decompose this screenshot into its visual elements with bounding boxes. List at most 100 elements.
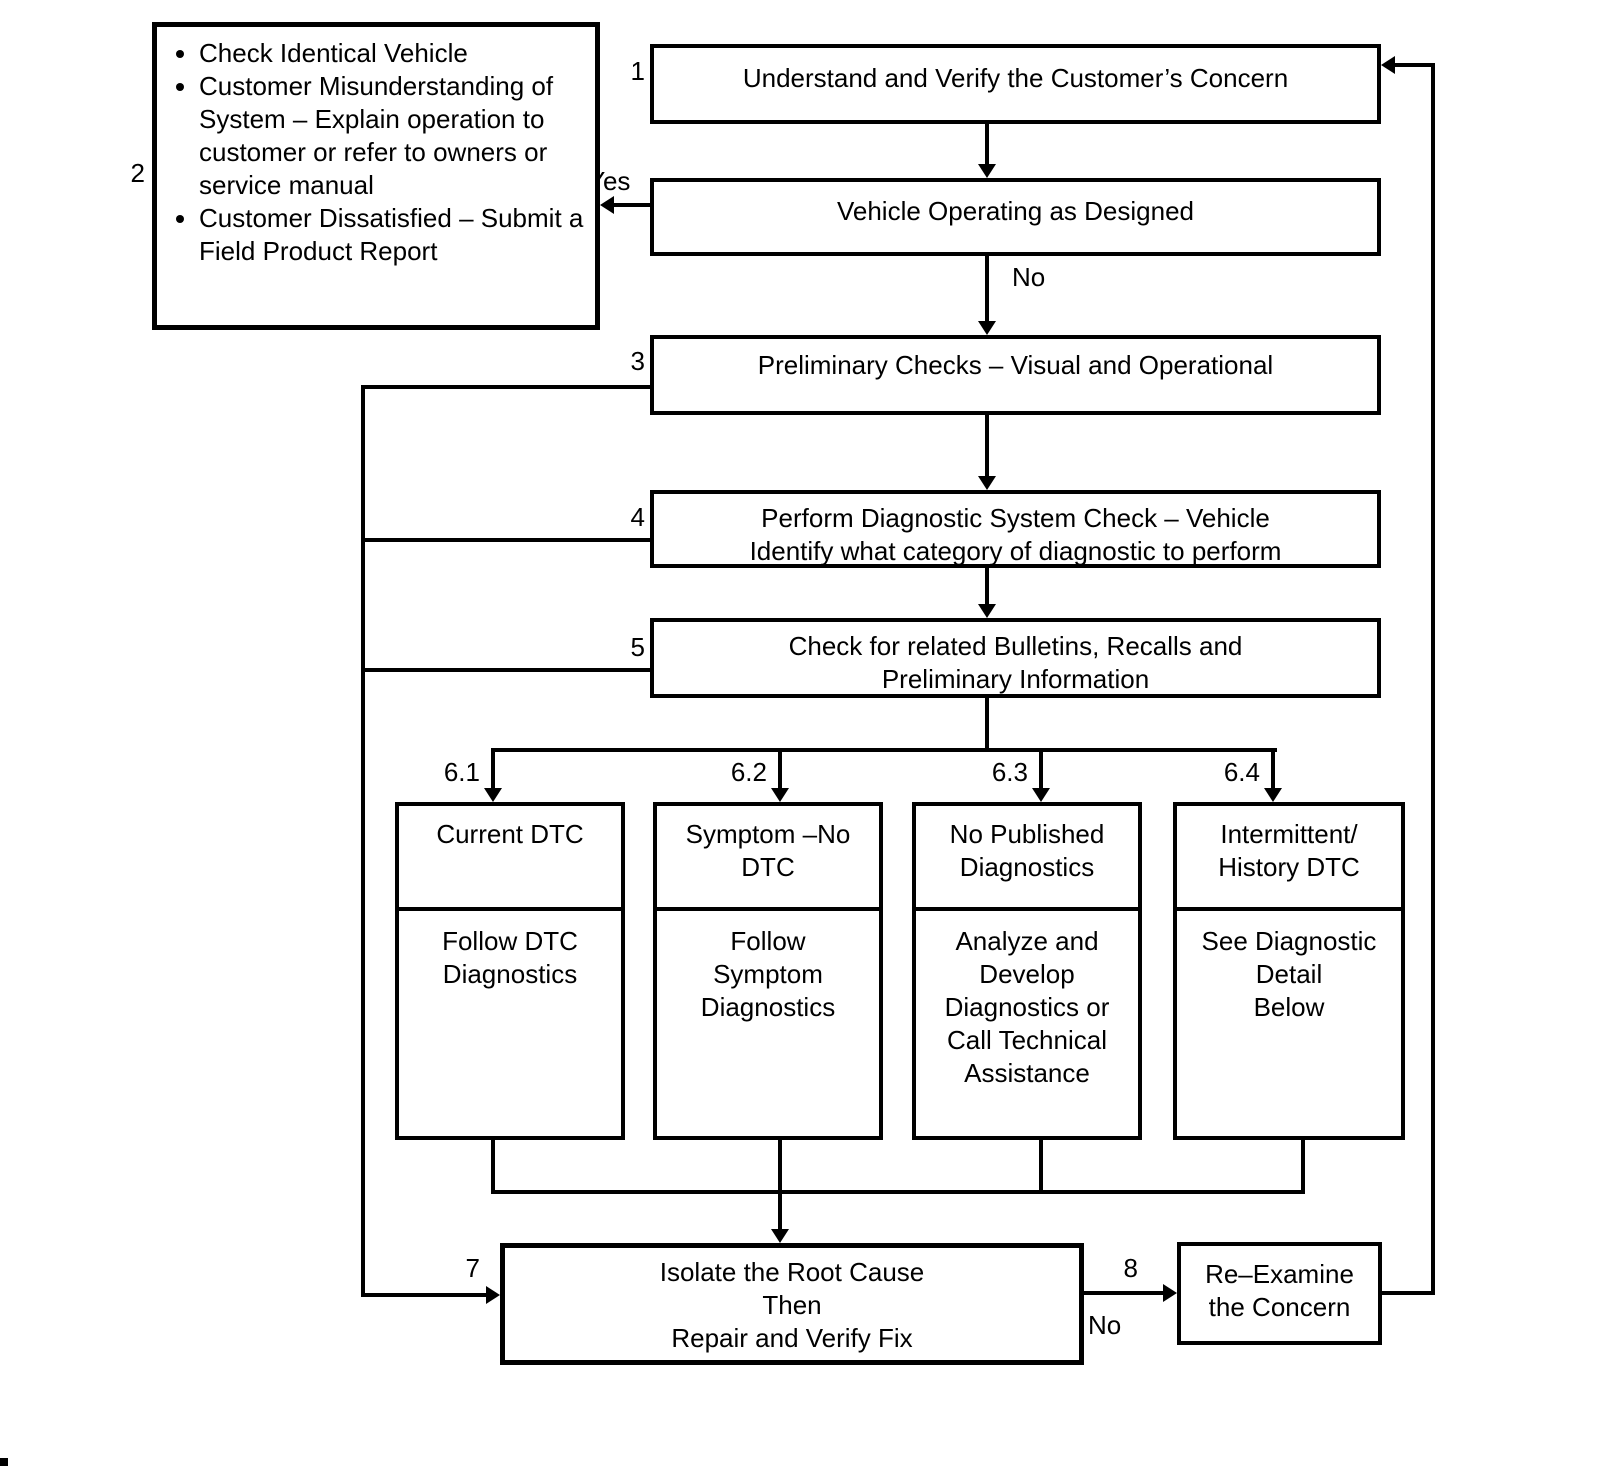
step-number-3: 3 [630, 346, 645, 376]
no-published-body-line4: Call Technical [947, 1025, 1107, 1055]
category-intermittent-history-dtc-box: Intermittent/ History DTC See Diagnostic… [1173, 802, 1405, 1140]
edge-label-no-top: No [1012, 262, 1046, 292]
step-number-5: 5 [630, 632, 645, 662]
no-published-header: No Published Diagnostics [916, 806, 1138, 911]
no-published-body-line2: Develop [979, 959, 1075, 989]
isolate-root-cause-line2: Then [762, 1290, 822, 1320]
bulletins-recalls-box: Check for related Bulletins, Recalls and… [650, 618, 1381, 698]
intermittent-header-line2: History DTC [1218, 852, 1360, 882]
current-dtc-body-line2: Diagnostics [442, 959, 578, 989]
no-published-body: Analyze and Develop Diagnostics or Call … [916, 911, 1138, 1090]
current-dtc-header-line1: Current DTC [436, 819, 584, 849]
collector-rail-line [491, 1190, 1305, 1194]
no-published-body-line1: Analyze and [955, 926, 1099, 956]
symptom-no-dtc-body-line2: Symptom [713, 959, 823, 989]
edge-rail-to-63-line [1039, 748, 1043, 788]
notes-bullet-list: Check Identical Vehicle Customer Misunde… [157, 37, 595, 268]
edge-rail-to-62-line [778, 748, 782, 788]
left-rail-line [361, 385, 365, 1297]
edge-label-no-bottom: No [1088, 1310, 1122, 1340]
no-published-body-line5: Assistance [964, 1058, 1090, 1088]
edge-step4-to-step5-arrow-icon [978, 604, 996, 618]
no-published-body-line3: Diagnostics or [944, 992, 1110, 1022]
intermittent-body: See Diagnostic Detail Below [1177, 911, 1401, 1024]
edge-step3-left-stub-line [361, 385, 654, 389]
symptom-no-dtc-header-line1: Symptom –No [685, 819, 851, 849]
feedback-top-line [1393, 63, 1435, 67]
bullet-check-identical-vehicle: Check Identical Vehicle [199, 37, 587, 70]
intermittent-header: Intermittent/ History DTC [1177, 806, 1401, 911]
edge-rail-to-62-arrow-icon [771, 788, 789, 802]
bulletins-recalls-line1: Check for related Bulletins, Recalls and [788, 631, 1243, 661]
edge-63-to-collector-line [1039, 1140, 1043, 1194]
edge-62-to-step7-line [778, 1140, 782, 1229]
edge-rail-to-64-line [1271, 748, 1275, 788]
edge-no-to-step3-arrow-icon [978, 321, 996, 335]
edge-61-to-collector-line [491, 1140, 495, 1194]
edge-rail-to-61-arrow-icon [484, 788, 502, 802]
step-number-6-4: 6.4 [1223, 757, 1260, 787]
current-dtc-header: Current DTC [399, 806, 621, 911]
edge-rail-to-63-arrow-icon [1032, 788, 1050, 802]
diagnostic-system-check-box: Perform Diagnostic System Check – Vehicl… [650, 490, 1381, 568]
category-current-dtc-box: Current DTC Follow DTC Diagnostics [395, 802, 625, 1140]
vehicle-operating-text: Vehicle Operating as Designed [836, 196, 1194, 226]
intermittent-body-line3: Below [1253, 992, 1325, 1022]
step-number-2: 2 [130, 158, 145, 188]
no-published-header-line1: No Published [949, 819, 1105, 849]
scan-artifact-dot [0, 1458, 8, 1466]
reexamine-concern-line1: Re–Examine [1205, 1259, 1354, 1289]
feedback-right-rail-line [1431, 63, 1435, 1295]
edge-leftrail-to-step7-arrow-icon [486, 1286, 500, 1304]
edge-step7-to-step8-arrow-icon [1163, 1284, 1177, 1302]
edge-step5-left-stub-line [361, 668, 654, 672]
symptom-no-dtc-header-line2: DTC [741, 852, 795, 882]
edge-no-to-step3-line [985, 256, 989, 323]
edge-step4-left-stub-line [361, 538, 654, 542]
edge-step5-to-rail-line [985, 698, 989, 752]
preliminary-checks-text: Preliminary Checks – Visual and Operatio… [757, 350, 1274, 380]
edge-step3-to-step4-arrow-icon [978, 476, 996, 490]
step-number-8: 8 [1123, 1253, 1138, 1283]
edge-yes-arrow-icon [600, 196, 614, 214]
intermittent-header-line1: Intermittent/ [1220, 819, 1358, 849]
edge-step1-to-vo-line [985, 124, 989, 167]
symptom-no-dtc-body-line3: Diagnostics [700, 992, 836, 1022]
vehicle-operating-box: Vehicle Operating as Designed [650, 178, 1381, 256]
step-number-6-1: 6.1 [443, 757, 480, 787]
edge-step4-to-step5-line [985, 568, 989, 604]
edge-leftrail-to-step7-line [361, 1293, 488, 1297]
feedback-to-step1-arrow-icon [1381, 56, 1395, 74]
preliminary-checks-box: Preliminary Checks – Visual and Operatio… [650, 335, 1381, 415]
bullet-customer-misunderstanding: Customer Misunderstanding of System – Ex… [199, 70, 587, 202]
isolate-root-cause-line1: Isolate the Root Cause [659, 1257, 925, 1287]
step-number-6-2: 6.2 [730, 757, 767, 787]
step-number-1: 1 [630, 56, 645, 86]
category-symptom-no-dtc-box: Symptom –No DTC Follow Symptom Diagnosti… [653, 802, 883, 1140]
edge-rail-to-64-arrow-icon [1264, 788, 1282, 802]
current-dtc-body-line1: Follow DTC [442, 926, 578, 956]
edge-step1-to-vo-arrow-icon [978, 164, 996, 178]
bullet-customer-dissatisfied: Customer Dissatisfied – Submit a Field P… [199, 202, 587, 268]
understand-concern-text: Understand and Verify the Customer’s Con… [742, 63, 1289, 93]
edge-collector-to-step7-arrow-icon [771, 1229, 789, 1243]
feedback-bottom-line [1382, 1291, 1435, 1295]
reexamine-concern-box: Re–Examine the Concern [1177, 1242, 1382, 1345]
distribution-rail-line [491, 748, 1277, 752]
edge-64-to-collector-line [1301, 1140, 1305, 1194]
step-number-4: 4 [630, 502, 645, 532]
step-number-6-3: 6.3 [991, 757, 1028, 787]
customer-concern-notes-box: Check Identical Vehicle Customer Misunde… [152, 22, 600, 330]
no-published-header-line2: Diagnostics [959, 852, 1095, 882]
step-number-7: 7 [465, 1253, 480, 1283]
isolate-root-cause-line3: Repair and Verify Fix [671, 1323, 913, 1353]
symptom-no-dtc-body-line1: Follow [730, 926, 806, 956]
bulletins-recalls-line2: Preliminary Information [881, 664, 1150, 694]
current-dtc-body: Follow DTC Diagnostics [399, 911, 621, 991]
symptom-no-dtc-header: Symptom –No DTC [657, 806, 879, 911]
category-no-published-diagnostics-box: No Published Diagnostics Analyze and Dev… [912, 802, 1142, 1140]
diagnostic-system-check-line2: Identify what category of diagnostic to … [749, 536, 1282, 566]
edge-step7-to-step8-line [1084, 1291, 1165, 1295]
intermittent-body-line1: See Diagnostic [1201, 926, 1377, 956]
